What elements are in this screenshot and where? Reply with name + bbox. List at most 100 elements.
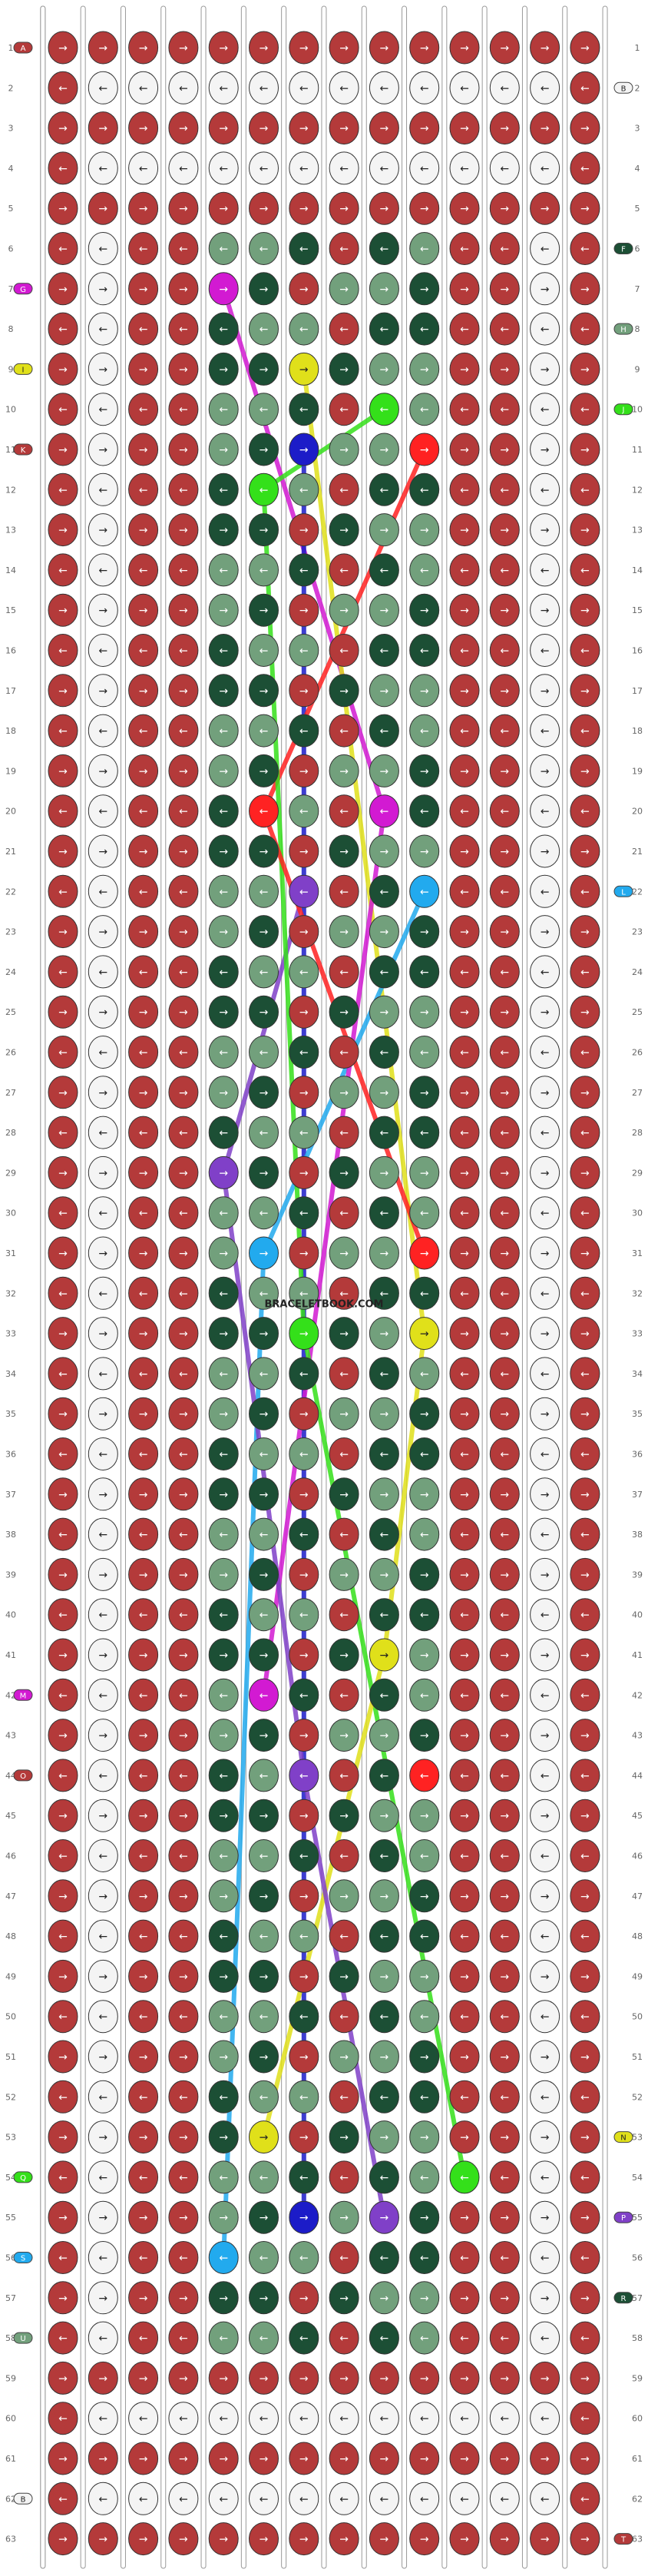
knot-arrow-icon: ←	[580, 1931, 590, 1943]
knot: ←	[289, 634, 319, 667]
thread-column	[521, 5, 527, 2569]
row-number-left: 53	[5, 2133, 16, 2143]
knot-arrow-icon: ←	[219, 1931, 228, 1943]
knot: ←	[530, 472, 560, 506]
knot-arrow-icon: →	[339, 1810, 349, 1822]
knot: ←	[449, 714, 480, 748]
knot: →	[489, 352, 520, 386]
knot: →	[249, 915, 279, 949]
knot-arrow-icon: ←	[58, 2091, 68, 2104]
knot: ←	[289, 1839, 319, 1872]
knot: →	[329, 352, 359, 386]
knot-arrow-icon: →	[500, 927, 509, 939]
knot-body	[449, 2522, 480, 2556]
knot-body	[409, 2402, 440, 2435]
knot-arrow-icon: ←	[541, 2172, 550, 2184]
knot: →	[489, 2361, 520, 2395]
knot-arrow-icon: →	[58, 1971, 68, 1983]
knot-arrow-icon: →	[339, 2534, 349, 2546]
knot-body	[530, 2000, 560, 2034]
knot: →	[48, 1155, 78, 1189]
knot: ←	[249, 151, 279, 185]
knot-arrow-icon: ←	[219, 2091, 228, 2104]
knot-arrow-icon: ←	[58, 966, 68, 979]
knot-arrow-icon: ←	[139, 404, 148, 416]
knot-body	[168, 995, 199, 1029]
knot: ←	[530, 714, 560, 748]
knot-arrow-icon: →	[500, 1730, 509, 1742]
knot-body	[249, 1196, 279, 1230]
knot-arrow-icon: ←	[299, 1610, 309, 1622]
knot: ←	[128, 714, 159, 748]
knot: ←	[168, 1517, 199, 1551]
knot-body	[409, 393, 440, 426]
knot-body	[570, 2200, 600, 2234]
knot-body	[48, 794, 78, 828]
knot-body	[449, 2361, 480, 2395]
knot: →	[409, 191, 440, 225]
knot-body	[289, 1317, 319, 1351]
knot-body	[409, 472, 440, 506]
knot-body	[530, 1116, 560, 1149]
knot-body	[88, 433, 118, 466]
knot-body	[128, 1477, 159, 1511]
knot-body	[289, 1397, 319, 1431]
knot-body	[409, 1719, 440, 1752]
knot: ←	[489, 1517, 520, 1551]
knot-arrow-icon: →	[580, 123, 590, 135]
knot-arrow-icon: →	[179, 1569, 188, 1581]
knot: ←	[530, 2482, 560, 2515]
knot-arrow-icon: ←	[219, 1288, 228, 1300]
knot-body	[48, 312, 78, 346]
knot-body	[249, 1155, 279, 1189]
knot-arrow-icon: →	[500, 525, 509, 537]
knot-body	[249, 1719, 279, 1752]
knot-body	[449, 272, 480, 306]
knot-arrow-icon: →	[580, 283, 590, 296]
knot-arrow-icon: →	[541, 1971, 550, 1983]
knot-arrow-icon: →	[500, 1167, 509, 1179]
knot: →	[449, 1799, 480, 1832]
knot-arrow-icon: ←	[339, 1851, 349, 1863]
knot: ←	[329, 71, 359, 104]
knot-body	[208, 553, 239, 587]
knot-arrow-icon: →	[500, 685, 509, 698]
knot-body	[208, 2160, 239, 2194]
knot-body	[168, 553, 199, 587]
knot-body	[208, 955, 239, 989]
right-strand-marker: H	[613, 323, 633, 335]
knot-arrow-icon: ←	[260, 725, 269, 738]
knot: ←	[168, 1196, 199, 1230]
knot-body	[329, 955, 359, 989]
knot: →	[530, 111, 560, 145]
knot-body	[489, 1116, 520, 1149]
knot-body	[249, 272, 279, 306]
knot-arrow-icon: →	[179, 123, 188, 135]
knot-body	[168, 1799, 199, 1832]
knot-arrow-icon: ←	[580, 1529, 590, 1541]
knot-arrow-icon: →	[460, 444, 469, 456]
knot-body	[48, 2321, 78, 2355]
knot-body	[329, 2522, 359, 2556]
knot-arrow-icon: →	[58, 444, 68, 456]
row-number-right: 35	[632, 1409, 643, 1419]
knot-body	[88, 1036, 118, 1069]
knot: ←	[208, 2000, 239, 2034]
knot-body	[409, 2120, 440, 2154]
knot-arrow-icon: ←	[500, 1770, 509, 1782]
knot-body	[329, 1477, 359, 1511]
knot-arrow-icon: ←	[380, 82, 389, 94]
knot-arrow-icon: ←	[580, 806, 590, 818]
knot-arrow-icon: ←	[541, 1208, 550, 1220]
knot-body	[289, 1839, 319, 1872]
knot-arrow-icon: →	[98, 927, 107, 939]
knot: →	[489, 1879, 520, 1913]
knot-arrow-icon: →	[420, 765, 429, 777]
knot: ←	[208, 1196, 239, 1230]
knot-arrow-icon: →	[339, 42, 349, 55]
knot-arrow-icon: →	[541, 1730, 550, 1742]
knot-body	[88, 2241, 118, 2274]
knot-body	[128, 874, 159, 908]
knot-arrow-icon: ←	[219, 1610, 228, 1622]
knot: ←	[530, 2321, 560, 2355]
